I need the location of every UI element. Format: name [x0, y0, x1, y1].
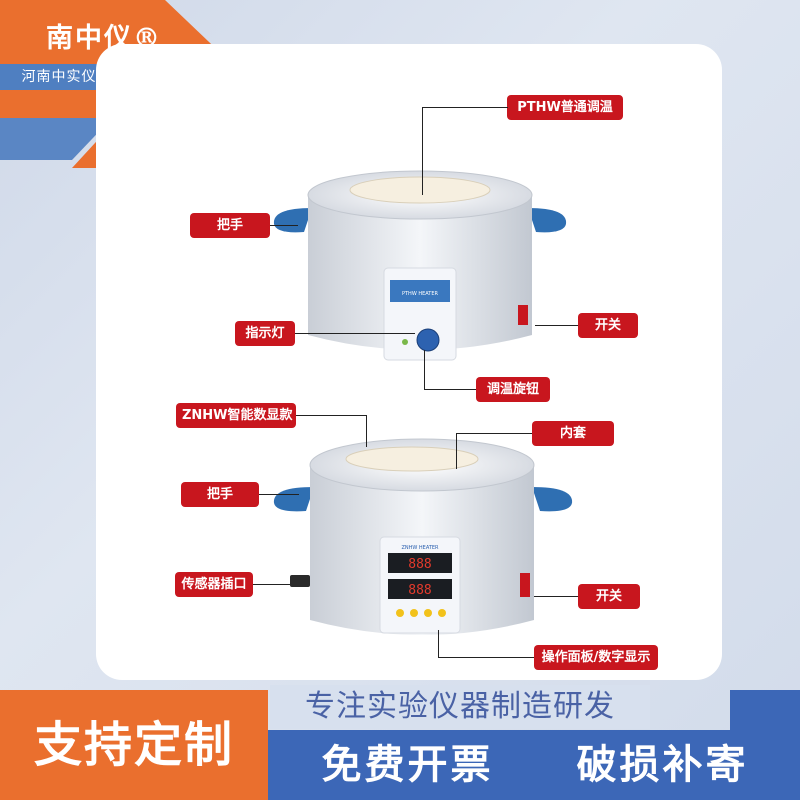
znhw-button-2[interactable]: [410, 609, 418, 617]
label-pthw-handle: 把手: [190, 213, 270, 238]
slogan-text: 专注实验仪器制造研发: [305, 689, 615, 724]
label-pthw-knob: 调温旋钮: [476, 377, 550, 402]
pthw-panel-text: PTHW HEATER: [402, 291, 439, 297]
znhw-left-handle: [273, 487, 314, 512]
znhw-power-switch[interactable]: [520, 573, 530, 597]
label-pthw-indicator: 指示灯: [235, 321, 295, 346]
footer-bar-tail: [730, 690, 800, 730]
label-znhw-panel: 操作面板/数字显示: [534, 645, 658, 670]
label-znhw-sensor: 传感器插口: [175, 572, 253, 597]
znhw-button-3[interactable]: [424, 609, 432, 617]
znhw-button-1[interactable]: [396, 609, 404, 617]
custom-badge: [0, 690, 268, 800]
pthw-indicator-light: [402, 339, 408, 345]
pthw-knob[interactable]: [416, 328, 440, 352]
znhw-display-top: 888: [408, 557, 431, 572]
znhw-right-handle: [532, 487, 573, 512]
pthw-heater-image: PTHW HEATER: [273, 170, 567, 361]
znhw-button-4[interactable]: [438, 609, 446, 617]
damage-reship-text: 破损补寄: [576, 742, 749, 788]
znhw-sensor-port[interactable]: [290, 575, 310, 587]
pthw-power-switch[interactable]: [518, 305, 528, 325]
label-znhw-switch: 开关: [578, 584, 640, 609]
pthw-right-handle: [528, 208, 567, 233]
label-znhw-title: ZNHW智能数显款: [176, 403, 296, 428]
znhw-heater-image: ZNHW HEATER 888 888: [273, 438, 573, 635]
custom-badge-text: 支持定制: [33, 717, 234, 773]
footer-services: 免费开票 破损补寄: [280, 730, 790, 800]
free-invoice-text: 免费开票: [321, 742, 494, 788]
label-pthw-switch: 开关: [578, 313, 638, 338]
footer-bar: [268, 730, 800, 800]
label-znhw-handle: 把手: [181, 482, 259, 507]
label-pthw-title: PTHW普通调温: [507, 95, 623, 120]
slogan-background: [270, 685, 650, 729]
pthw-left-handle: [273, 208, 312, 233]
label-znhw-inner: 内套: [532, 421, 614, 446]
znhw-panel-text: ZNHW HEATER: [401, 545, 439, 551]
znhw-display-bottom: 888: [408, 583, 431, 598]
